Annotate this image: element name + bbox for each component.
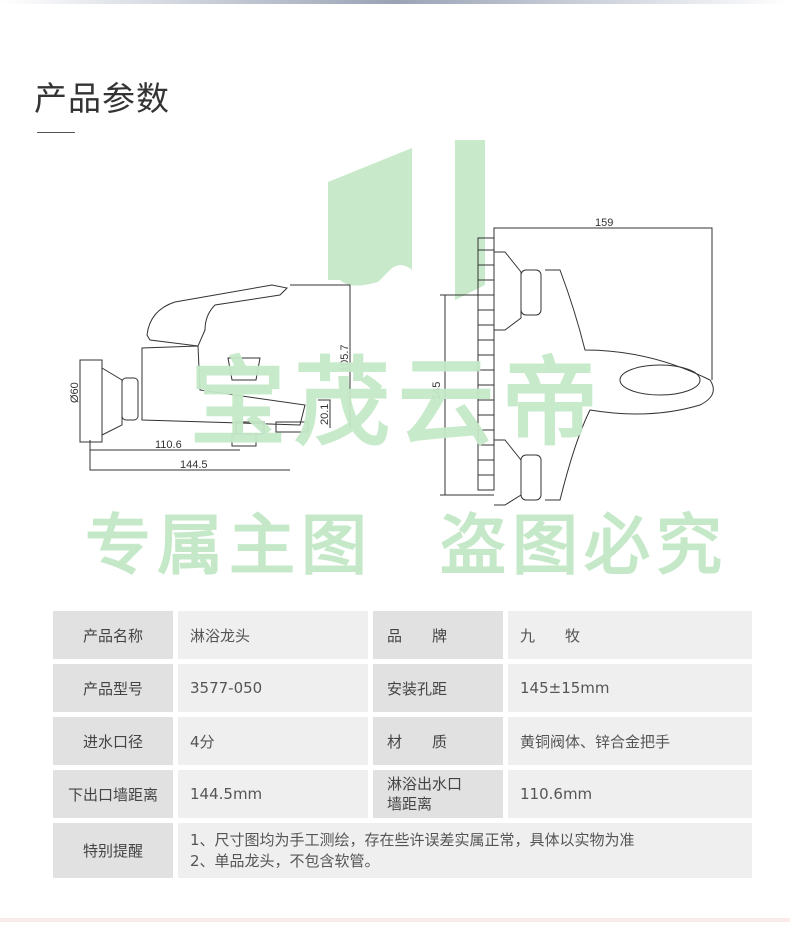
spec-value: 145±15mm: [508, 664, 752, 712]
spec-label: 产品型号: [53, 664, 173, 712]
dim-spacing: 145: [431, 382, 443, 400]
spec-label: 安装孔距: [373, 664, 503, 712]
bottom-strip: [0, 918, 790, 922]
dim-144-5: 144.5: [180, 459, 208, 471]
front-view: [440, 227, 714, 506]
spec-table: 产品名称 淋浴龙头 品 牌 九 牧 产品型号 3577-050 安装孔距 145…: [48, 606, 757, 883]
spec-label: 产品名称: [53, 611, 173, 659]
dim-diameter: Ø60: [69, 382, 81, 403]
watermark-right: 盗图必究: [440, 507, 728, 584]
top-strip: [0, 0, 790, 4]
dim-width: 159: [595, 217, 613, 229]
spec-label: 进水口径: [53, 717, 173, 765]
dimension-drawing: Ø60 105.7 20.1 110.6 144.5 159 145: [0, 135, 790, 580]
title-underline: [37, 132, 75, 133]
table-row: 下出口墙距离 144.5mm 淋浴出水口墙距离 110.6mm: [53, 770, 752, 818]
spec-value: 110.6mm: [508, 770, 752, 818]
spec-label: 淋浴出水口墙距离: [373, 770, 503, 818]
spec-value: 黄铜阀体、锌合金把手: [508, 717, 752, 765]
spec-value: 4分: [178, 717, 368, 765]
spec-value: 淋浴龙头: [178, 611, 368, 659]
note-content: 1、尺寸图均为手工测绘，存在些许误差实属正常，具体以实物为准 2、单品龙头，不包…: [178, 823, 752, 878]
dim-spout-height: 20.1: [319, 404, 331, 425]
spec-value: 九 牧: [508, 611, 752, 659]
note-line: 1、尺寸图均为手工测绘，存在些许误差实属正常，具体以实物为准: [190, 830, 635, 849]
watermark-logo-left: [328, 148, 412, 286]
spec-label: 品 牌: [373, 611, 503, 659]
page-title: 产品参数: [34, 79, 170, 118]
table-row-note: 特别提醒 1、尺寸图均为手工测绘，存在些许误差实属正常，具体以实物为准 2、单品…: [53, 823, 752, 878]
dim-110-6: 110.6: [155, 439, 182, 451]
table-row: 产品名称 淋浴龙头 品 牌 九 牧: [53, 611, 752, 659]
table-row: 进水口径 4分 材 质 黄铜阀体、锌合金把手: [53, 717, 752, 765]
spec-label: 下出口墙距离: [53, 770, 173, 818]
watermark-brand: 宝茂云帝: [190, 347, 606, 459]
side-view: [79, 284, 351, 471]
dim-height: 105.7: [339, 344, 351, 372]
watermark-logo-right: [455, 135, 485, 300]
spec-value: 3577-050: [178, 664, 368, 712]
spec-value: 144.5mm: [178, 770, 368, 818]
spec-label: 材 质: [373, 717, 503, 765]
note-label: 特别提醒: [53, 823, 173, 878]
watermark-left: 专属主图: [85, 507, 373, 584]
note-line: 2、单品龙头，不包含软管。: [190, 851, 380, 870]
table-row: 产品型号 3577-050 安装孔距 145±15mm: [53, 664, 752, 712]
faucet-technical-drawing: Ø60 105.7 20.1 110.6 144.5 159 145: [69, 135, 714, 506]
